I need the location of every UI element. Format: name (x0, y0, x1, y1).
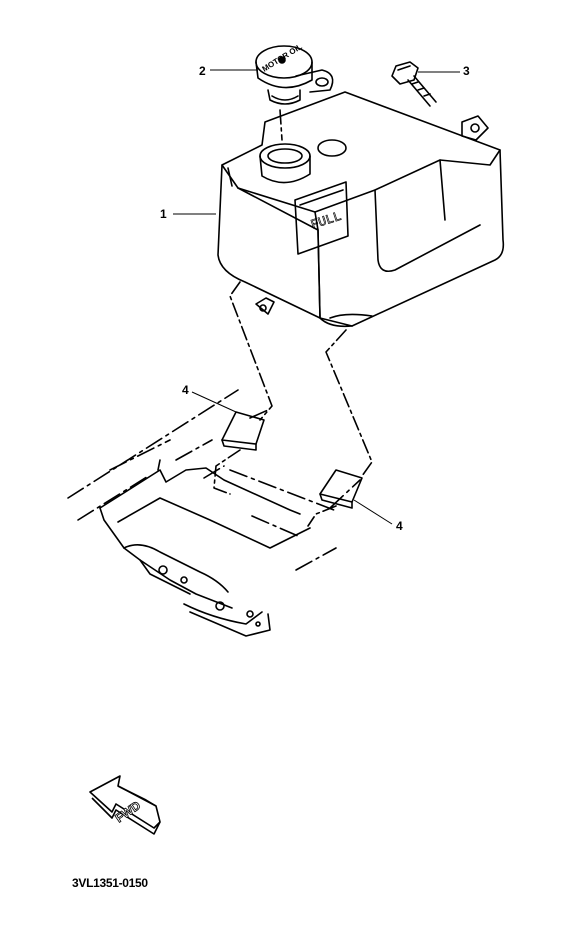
frame-bracket (67, 389, 361, 637)
callout-4-upper: 4 (182, 383, 189, 397)
callout-4-lower: 4 (396, 519, 403, 533)
callout-3: 3 (463, 64, 470, 78)
callout-1: 1 (160, 207, 167, 221)
assembly-lines (213, 109, 373, 527)
oil-cap (255, 45, 334, 105)
damper-lower (319, 469, 363, 509)
mounting-bolt (391, 61, 437, 107)
oil-tank (217, 91, 505, 328)
damper-upper (221, 411, 265, 451)
callout-2: 2 (199, 64, 206, 78)
diagram-code: 3VL1351-0150 (72, 876, 148, 890)
fwd-arrow-icon (89, 775, 161, 835)
leader-lines (173, 69, 460, 525)
